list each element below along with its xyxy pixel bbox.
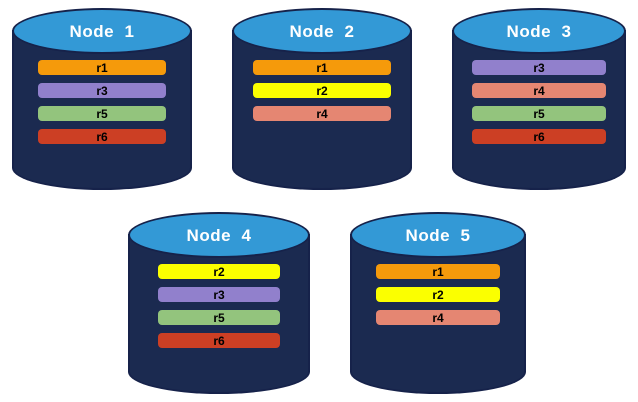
database-node-1[interactable]: r1 r3 r5 r6 Node 1 [12, 8, 192, 190]
replica-label: r5 [533, 106, 545, 121]
replica-bar-r4[interactable]: r4 [253, 106, 391, 121]
node-cylinder-lid: Node 2 [232, 8, 412, 54]
node-cylinder-lid: Node 5 [350, 212, 526, 258]
replica-label: r3 [533, 60, 545, 75]
replica-label: r4 [316, 106, 328, 121]
replica-bar-r3[interactable]: r3 [472, 60, 606, 75]
replica-bar-r5[interactable]: r5 [38, 106, 166, 121]
node-cylinder-lid: Node 1 [12, 8, 192, 54]
replica-label: r6 [213, 333, 225, 348]
replica-label: r2 [213, 264, 225, 279]
replica-label: r1 [96, 60, 108, 75]
node-title: Node 3 [506, 21, 572, 41]
replica-bar-r5[interactable]: r5 [472, 106, 606, 121]
replica-list: r1 r2 r4 [232, 60, 412, 121]
replica-label: r4 [432, 310, 444, 325]
node-cylinder-lid: Node 3 [452, 8, 626, 54]
replica-bar-r5[interactable]: r5 [158, 310, 280, 325]
replica-label: r2 [316, 83, 328, 98]
node-title: Node 5 [405, 225, 471, 245]
replica-bar-r2[interactable]: r2 [253, 83, 391, 98]
replica-bar-r1[interactable]: r1 [376, 264, 500, 279]
replica-label: r6 [533, 129, 545, 144]
replica-list: r1 r2 r4 [350, 264, 526, 325]
replica-bar-r2[interactable]: r2 [158, 264, 280, 279]
replica-label: r5 [213, 310, 225, 325]
replica-bar-r6[interactable]: r6 [158, 333, 280, 348]
node-title: Node 2 [289, 21, 355, 41]
database-node-5[interactable]: r1 r2 r4 Node 5 [350, 212, 526, 394]
database-node-2[interactable]: r1 r2 r4 Node 2 [232, 8, 412, 190]
replica-list: r1 r3 r5 r6 [12, 60, 192, 144]
replica-label: r3 [96, 83, 108, 98]
replica-bar-r1[interactable]: r1 [38, 60, 166, 75]
replica-bar-r4[interactable]: r4 [472, 83, 606, 98]
replica-list: r3 r4 r5 r6 [452, 60, 626, 144]
replica-bar-r3[interactable]: r3 [158, 287, 280, 302]
replica-label: r4 [533, 83, 545, 98]
replica-list: r2 r3 r5 r6 [128, 264, 310, 348]
replica-bar-r3[interactable]: r3 [38, 83, 166, 98]
replica-label: r1 [432, 264, 444, 279]
replica-bar-r6[interactable]: r6 [38, 129, 166, 144]
replica-label: r1 [316, 60, 328, 75]
replica-bar-r2[interactable]: r2 [376, 287, 500, 302]
replica-label: r3 [213, 287, 225, 302]
database-node-3[interactable]: r3 r4 r5 r6 Node 3 [452, 8, 626, 190]
node-title: Node 1 [69, 21, 135, 41]
replica-bar-r6[interactable]: r6 [472, 129, 606, 144]
replica-bar-r4[interactable]: r4 [376, 310, 500, 325]
replica-bar-r1[interactable]: r1 [253, 60, 391, 75]
node-cylinder-lid: Node 4 [128, 212, 310, 258]
replica-label: r6 [96, 129, 108, 144]
replica-label: r5 [96, 106, 108, 121]
node-title: Node 4 [186, 225, 252, 245]
replica-label: r2 [432, 287, 444, 302]
database-node-4[interactable]: r2 r3 r5 r6 Node 4 [128, 212, 310, 394]
